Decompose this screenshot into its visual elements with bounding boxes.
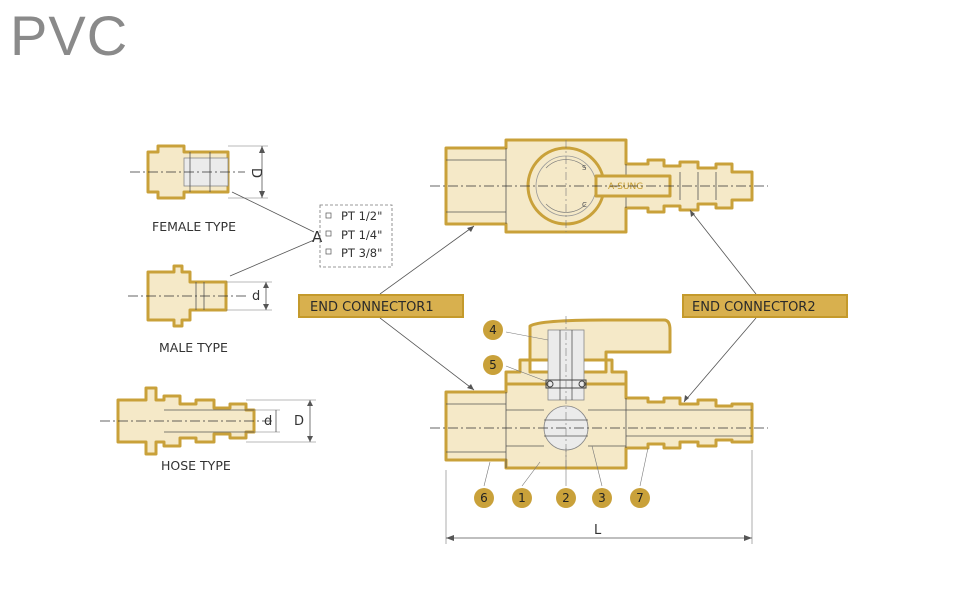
page-title: PVC: [10, 4, 129, 67]
part-number-7: 7: [630, 488, 650, 508]
end-connector2-label: END CONNECTOR2: [682, 294, 848, 318]
valve-top-view: A-SUNG S C: [430, 138, 768, 234]
part-number-6: 6: [474, 488, 494, 508]
part-number-4: 4: [483, 320, 503, 340]
part-number-2: 2: [556, 488, 576, 508]
thread-option-1: PT 1/2": [325, 209, 382, 223]
part-number-3: 3: [592, 488, 612, 508]
a-label: A: [312, 228, 323, 246]
thread-options-box: [319, 204, 393, 268]
hose-small-d-label: d: [264, 414, 272, 429]
svg-text:1: 1: [518, 491, 526, 505]
male-d-label: d: [252, 289, 260, 304]
svg-text:PT 1/4": PT 1/4": [341, 228, 382, 242]
svg-text:2: 2: [562, 491, 570, 505]
svg-text:6: 6: [480, 491, 488, 505]
female-d-label: D: [248, 168, 263, 178]
male-type-label: MALE TYPE: [159, 340, 228, 355]
valve-section-view: [430, 316, 768, 470]
hose-type-drawing: d D: [100, 386, 316, 456]
svg-text:3: 3: [598, 491, 606, 505]
handle-mark-s: S: [582, 164, 587, 172]
male-type-drawing: d: [128, 264, 272, 328]
svg-text:END CONNECTOR2: END CONNECTOR2: [692, 300, 816, 315]
svg-text:END CONNECTOR1: END CONNECTOR1: [310, 300, 434, 315]
svg-text:PT 1/2": PT 1/2": [341, 209, 382, 223]
part-number-5: 5: [483, 355, 503, 375]
length-dimension: L: [445, 450, 753, 544]
svg-text:5: 5: [489, 358, 497, 372]
female-type-label: FEMALE TYPE: [152, 219, 236, 234]
thread-option-2: PT 1/4": [325, 228, 382, 242]
end-connector1-label: END CONNECTOR1: [298, 294, 464, 318]
brand-mark: A-SUNG: [608, 182, 643, 192]
thread-option-3: PT 3/8": [325, 246, 382, 260]
svg-text:4: 4: [489, 323, 497, 337]
length-label: L: [594, 523, 602, 538]
handle-mark-c: C: [582, 201, 587, 209]
hose-type-label: HOSE TYPE: [161, 458, 231, 473]
part-number-1: 1: [512, 488, 532, 508]
svg-text:PT 3/8": PT 3/8": [341, 246, 382, 260]
hose-big-d-label: D: [294, 414, 304, 429]
svg-text:7: 7: [636, 491, 644, 505]
female-type-drawing: D: [130, 144, 268, 200]
